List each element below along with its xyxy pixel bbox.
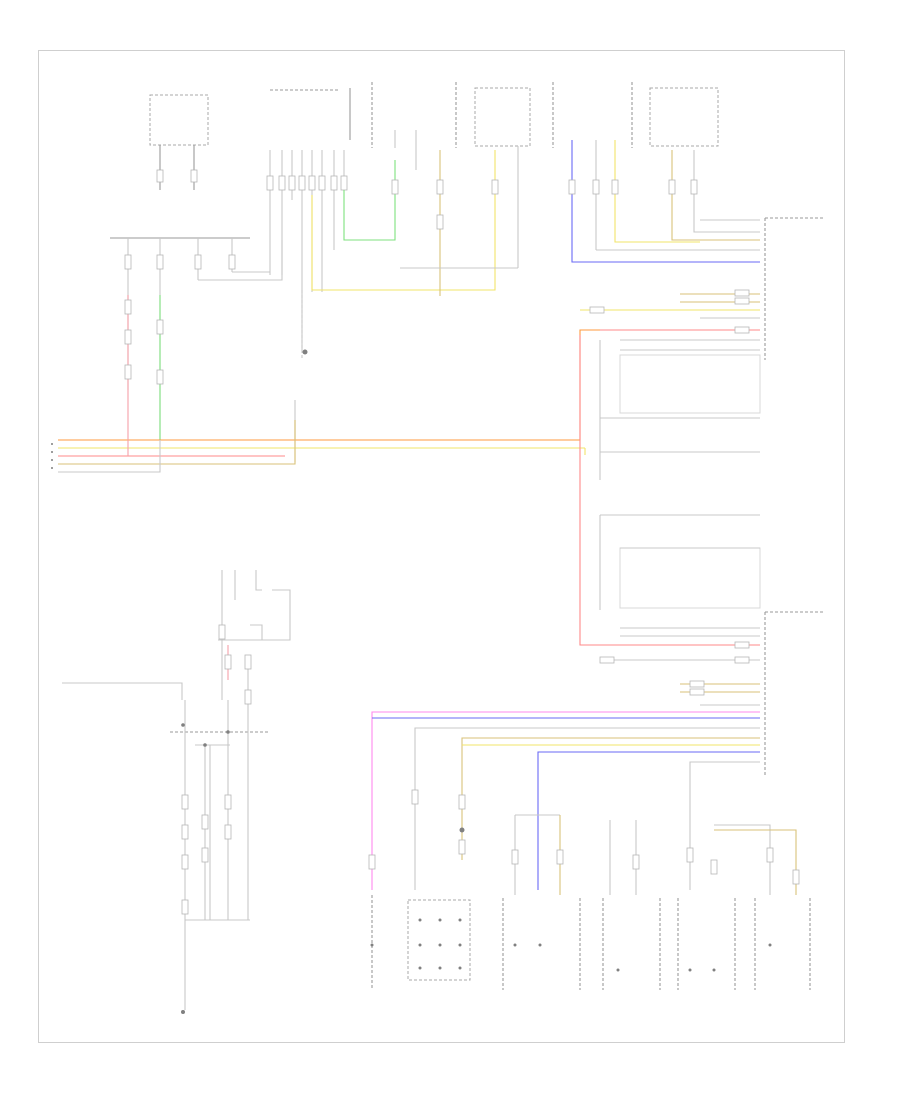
bottom-component-5 <box>677 898 736 990</box>
bottom-component-2 <box>407 899 471 981</box>
diagram-frame <box>38 50 845 1043</box>
bottom-component-3 <box>502 898 581 990</box>
left-junction <box>110 237 283 440</box>
right-module-3 <box>599 514 761 610</box>
top-component-4 <box>474 87 531 147</box>
right-module-4 <box>599 611 825 775</box>
main-bus <box>58 329 760 473</box>
bottom-component-6 <box>754 898 811 990</box>
bottom-component-4 <box>602 898 661 990</box>
bottom-component-1 <box>370 895 374 990</box>
right-module-2 <box>599 340 761 480</box>
left-lower-section <box>62 570 291 1014</box>
top-component-2 <box>270 88 351 140</box>
top-connector-row <box>266 150 348 350</box>
top-component-3 <box>371 82 457 148</box>
right-module-1 <box>580 217 825 360</box>
top-component-5 <box>552 82 633 148</box>
top-component-1 <box>149 94 209 190</box>
top-component-6 <box>649 87 719 147</box>
